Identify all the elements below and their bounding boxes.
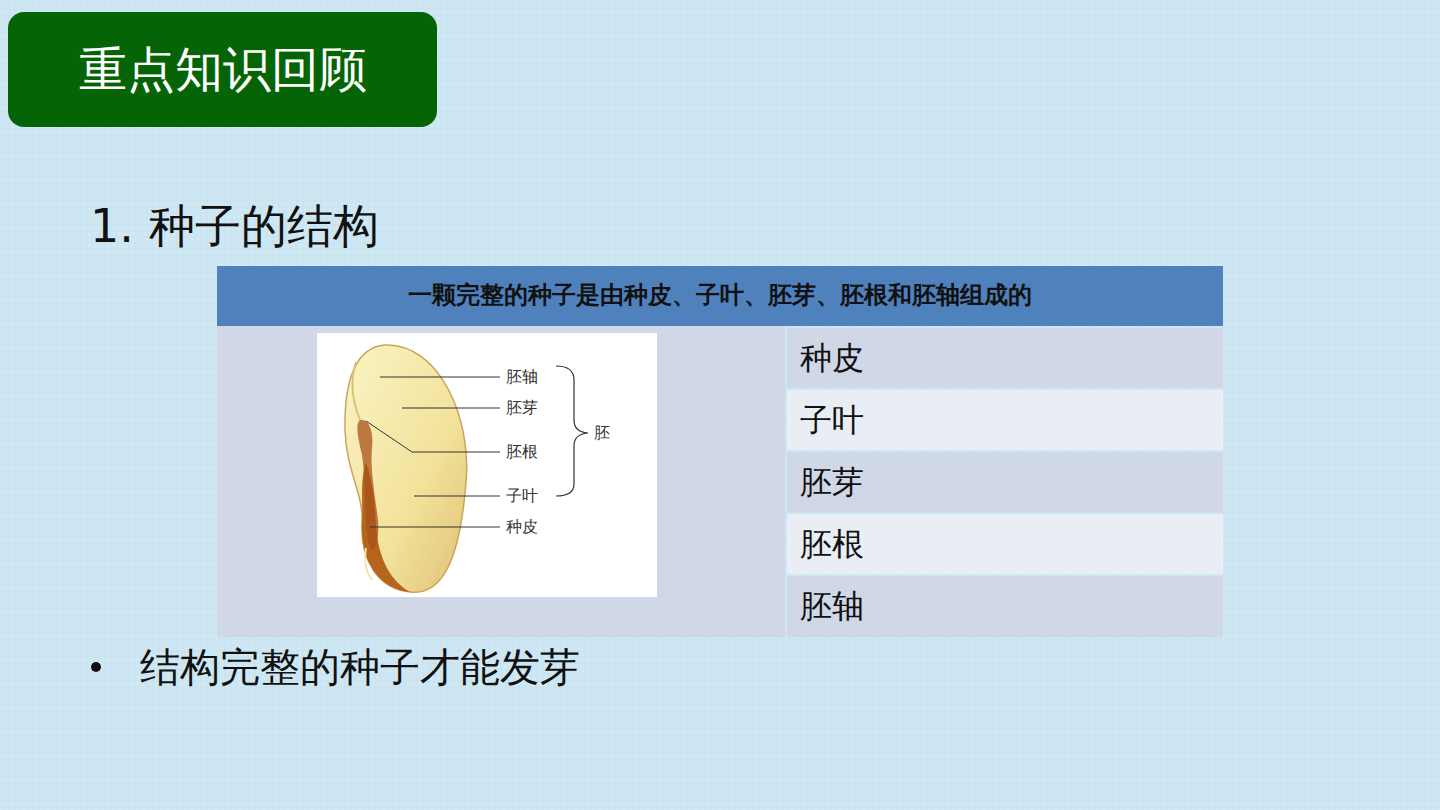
bracket	[556, 366, 588, 496]
banner-text: 重点知识回顾	[79, 38, 367, 102]
table-cell-text: 胚芽	[800, 464, 864, 501]
section-banner: 重点知识回顾	[8, 12, 437, 127]
table-cell	[787, 514, 1223, 574]
bullet-text: 结构完整的种子才能发芽	[140, 644, 580, 690]
part-label: 胚根	[506, 443, 538, 461]
table-cell	[787, 390, 1223, 450]
table-cell	[787, 576, 1223, 637]
table-header	[217, 266, 1223, 326]
cotyledon	[345, 345, 467, 592]
part-label: 胚轴	[506, 368, 538, 386]
table-cell-text: 种皮	[800, 340, 864, 377]
table-cell-text: 子叶	[800, 402, 864, 439]
seed-coat-highlight	[365, 548, 372, 580]
part-label: 胚	[594, 424, 610, 442]
image-frame	[317, 333, 657, 597]
section-heading: 1. 种子的结构	[90, 200, 379, 253]
table-cell-text: 胚轴	[800, 588, 864, 625]
table-cell	[787, 452, 1223, 512]
leader-lines	[366, 377, 500, 527]
embryo-axis	[353, 362, 360, 420]
seed-illustration	[317, 333, 657, 597]
table-cell-text: 胚根	[800, 526, 864, 563]
table-cell	[787, 328, 1223, 388]
bullet	[91, 662, 101, 672]
radicle-region	[357, 420, 378, 549]
part-label: 胚芽	[506, 399, 538, 417]
part-label: 种皮	[506, 518, 538, 536]
table-header-text: 一颗完整的种子是由种皮、子叶、胚芽、胚根和胚轴组成的	[408, 282, 1032, 310]
part-label: 子叶	[506, 487, 538, 505]
image-cell	[217, 326, 785, 637]
